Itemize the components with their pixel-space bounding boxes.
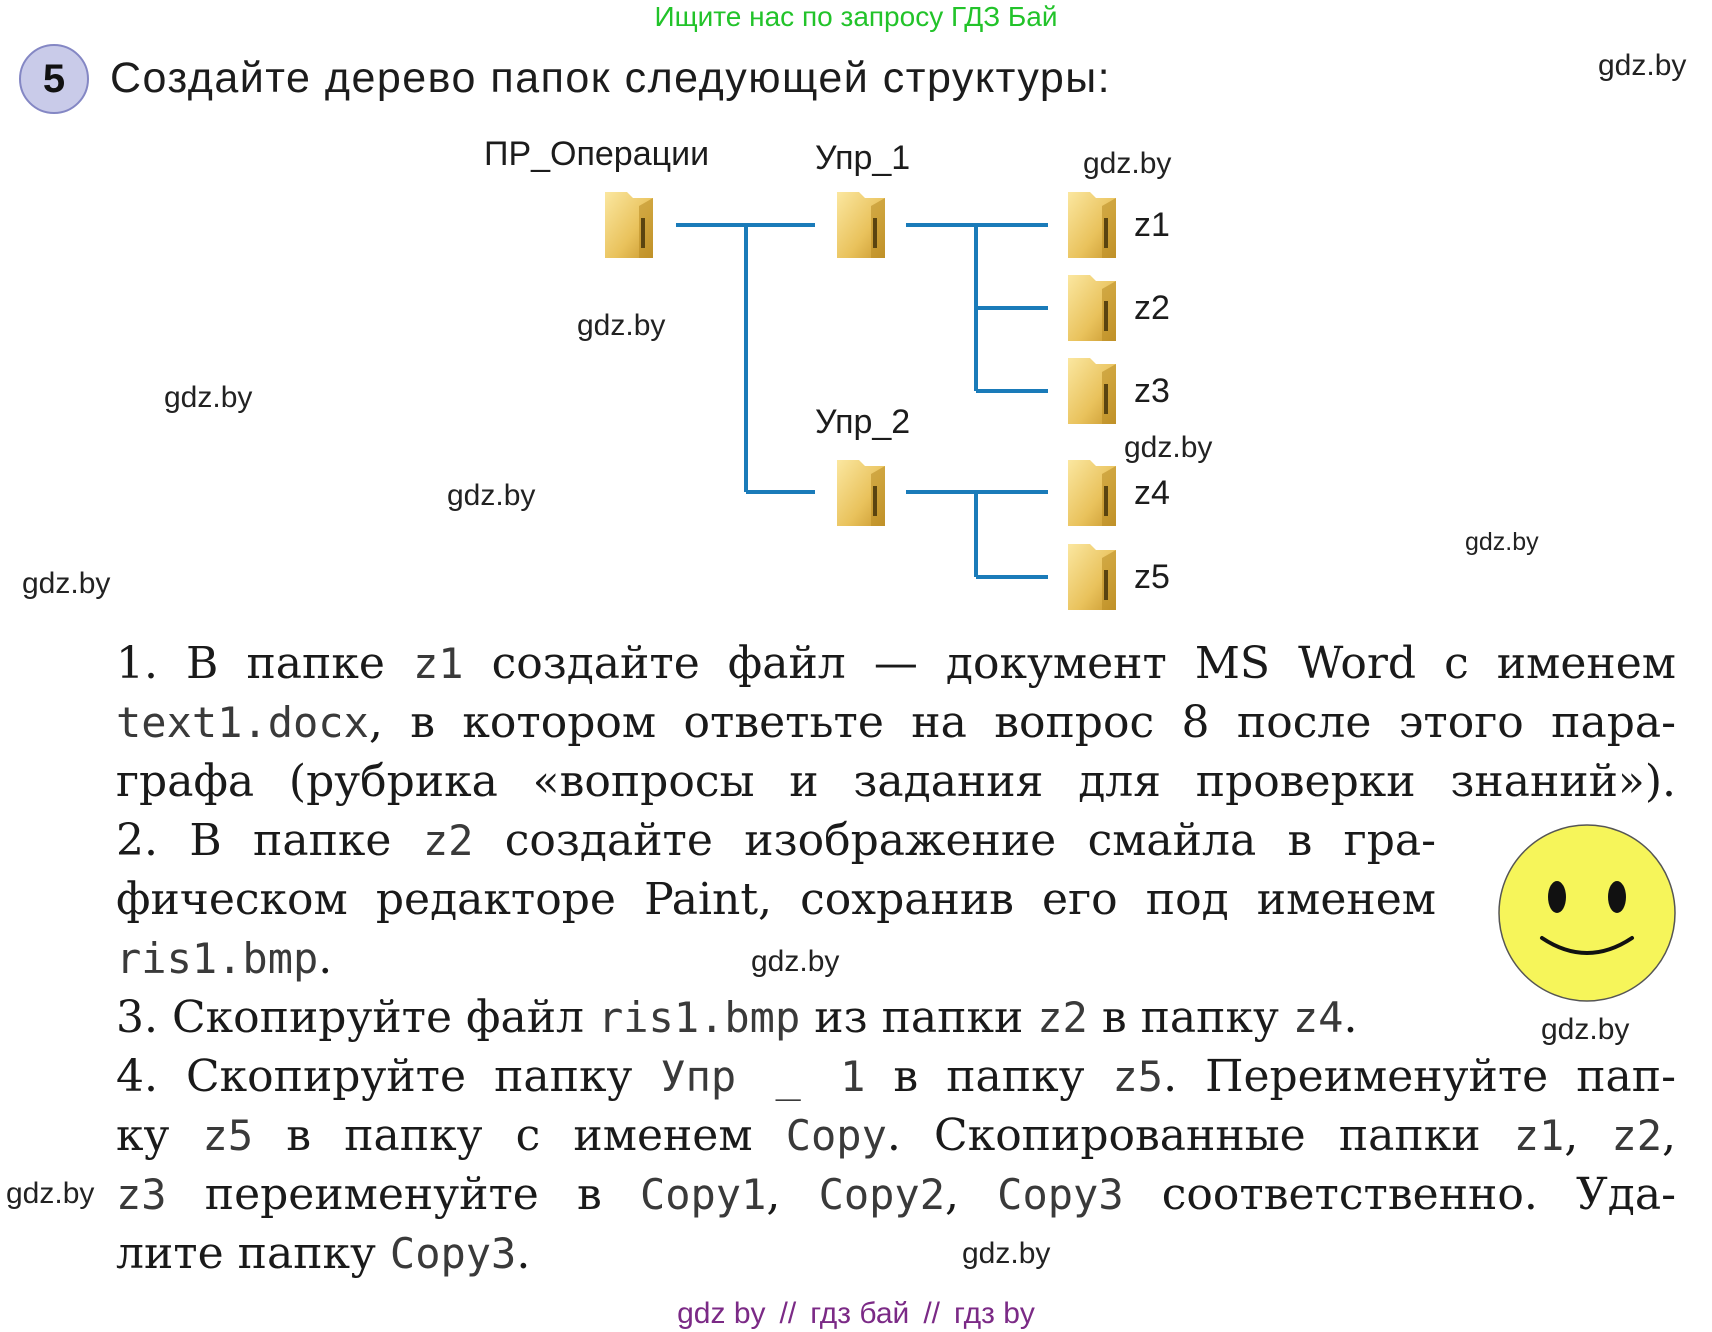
task2-text: . [318,933,333,984]
watermark: gdz.by [1598,49,1687,82]
footer-link[interactable]: гдз бай [810,1297,910,1330]
watermark: gdz.by [447,479,536,512]
task-1: 1. В папке z1 создайте файл — документ M… [116,634,1676,811]
folder-label-z4: z4 [1134,474,1170,512]
watermark: gdz.by [962,1237,1051,1270]
task2-text: 2. В папке [116,815,423,866]
watermark: gdz.by [577,309,666,342]
footer-separator: // [779,1297,797,1330]
watermark: gdz.by [164,381,253,414]
task4-text: соответственно. Уда- [1123,1169,1676,1220]
task4-text: переименуйте в [166,1169,640,1220]
folder-name: z4 [1292,993,1344,1042]
task-3: 3. Скопируйте файл ris1.bmp из папки z2 … [116,988,1676,1047]
watermark: gdz.by [6,1177,95,1210]
folder-icon-root [605,192,653,258]
footer-separator: // [923,1297,940,1330]
folder-name: z5 [1112,1052,1164,1101]
folder-icon-z5 [1068,544,1116,610]
folder-icon-upr2 [837,460,885,526]
folder-label-upr1: Упр_1 [815,139,911,177]
footer-link[interactable]: гдз by [954,1297,1035,1330]
folder-name: z2 [1037,993,1088,1042]
task1-text: графа (рубрика «вопросы и задания для пр… [116,756,1676,807]
folder-name: z2 [422,816,474,865]
task3-text: . [1343,992,1358,1043]
task1-text: создайте файл — документ MS Word с имене… [463,638,1676,689]
task2-text: создайте изображение смайла в гра- [473,815,1436,866]
folder-name: Copy1 [639,1170,767,1219]
folder-label-z3: z3 [1134,372,1170,410]
folder-name: z2 [1611,1111,1663,1160]
task4-text: , [766,1169,819,1220]
folder-label-root: ПР_Операции [484,135,710,173]
folder-name: z1 [412,639,464,688]
folder-label-upr2: Упр_2 [815,403,911,441]
file-name: ris1.bmp [597,993,801,1042]
task4-text: , [1564,1110,1612,1161]
task4-text: , [945,1169,998,1220]
folder-label-z2: z2 [1134,289,1170,327]
task4-text: 4. Скопируйте папку [116,1051,661,1102]
folder-tree-diagram [605,192,1116,610]
folder-label-z5: z5 [1134,558,1170,596]
folder-name: z3 [116,1170,167,1219]
watermark: gdz.by [1124,431,1213,464]
task1-text: , в котором ответьте на вопрос 8 после э… [368,697,1676,748]
task-heading: Создайте дерево папок следующей структур… [110,54,1112,102]
task-number-badge: 5 [19,44,89,114]
task4-text: в папку с именем [253,1110,786,1161]
task4-text: . Скопированные папки [886,1110,1514,1161]
footer-links: gdz by // гдз бай // гдз by [0,1296,1712,1332]
watermark: gdz.by [1465,528,1539,556]
task3-text: из папки [800,992,1038,1043]
folder-name: Copy2 [818,1170,945,1219]
file-name: text1.docx [116,698,369,747]
task-4: 4. Скопируйте папку Упр _ 1 в папку z5. … [116,1047,1676,1283]
task4-text: ку [116,1110,203,1161]
task-2: 2. В папке z2 создайте изображение смайл… [116,811,1436,988]
task1-text: 1. В папке [116,638,413,689]
task4-text: . [516,1228,531,1279]
watermark: gdz.by [22,567,111,600]
task2-text: фическом редакторе Paint, сохранив его п… [116,874,1436,925]
folder-icon-z2 [1068,275,1116,341]
task3-text: 3. Скопируйте файл [116,992,598,1043]
watermark: gdz.by [1541,1013,1630,1046]
file-name: ris1.bmp [116,934,319,983]
folder-icon-z3 [1068,358,1116,424]
task4-text: лите папку [116,1228,390,1279]
folder-name: z5 [202,1111,254,1160]
task4-text: в папку [865,1051,1113,1102]
folder-name: Copy3 [997,1170,1124,1219]
task4-text: . Переименуйте пап- [1163,1051,1676,1102]
folder-icon-upr1 [837,192,885,258]
folder-icon-z1 [1068,192,1116,258]
folder-label-z1: z1 [1134,206,1170,244]
task3-text: в папку [1087,992,1293,1043]
folder-name: Упр _ 1 [660,1052,866,1101]
task4-text: , [1662,1110,1677,1161]
folder-name: z1 [1513,1111,1565,1160]
watermark: gdz.by [1083,147,1172,180]
folder-icon-z4 [1068,460,1116,526]
folder-name: Copy3 [389,1229,517,1278]
folder-name: Copy [785,1111,887,1160]
smiley-face-image [1498,824,1676,1002]
footer-link[interactable]: gdz by [677,1297,766,1330]
search-hint-banner: Ищите нас по запросу ГДЗ Бай [654,1,1058,32]
watermark: gdz.by [751,945,840,978]
tree-connector-lines [676,223,1048,579]
